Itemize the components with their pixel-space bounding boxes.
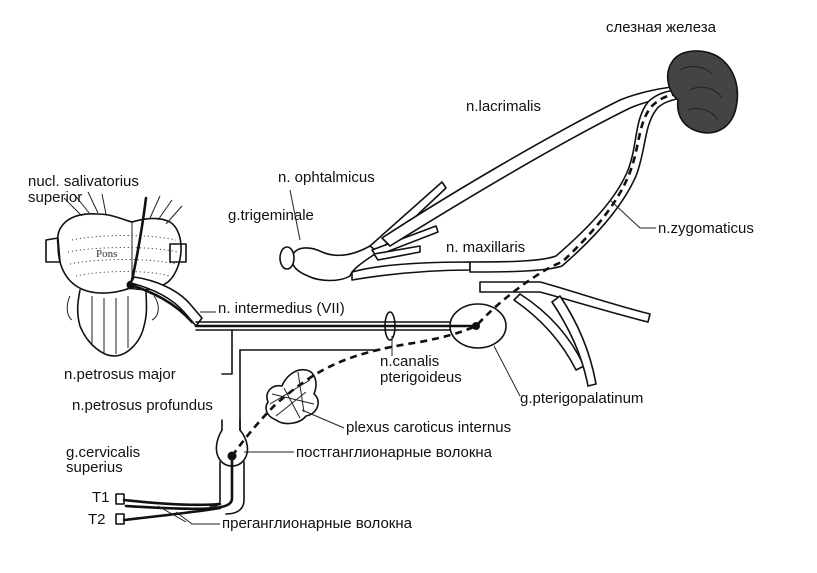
lacrimal-gland: [666, 50, 739, 134]
label-g-cervicalis-1: g.cervicalis: [66, 444, 141, 461]
trigeminal-ganglion: [279, 181, 471, 282]
label-t1: T1: [92, 489, 110, 506]
label-preganglionic: преганглионарные волокна: [222, 515, 412, 532]
cervical-ganglion: [124, 419, 249, 515]
label-g-trigeminale: g.trigeminale: [228, 207, 314, 224]
label-n-petrosus-major: n.petrosus major: [64, 366, 176, 383]
label-pons: Pons: [96, 248, 118, 260]
label-plexus-caroticus: plexus caroticus internus: [346, 419, 512, 436]
label-n-petrosus-profundus: n.petrosus profundus: [72, 397, 213, 414]
label-n-intermedius: n. intermedius (VII): [218, 300, 345, 317]
carotid-plexus: [265, 368, 319, 425]
label-n-canalis-1: n.canalis: [380, 353, 440, 370]
label-n-zygomaticus: n.zygomaticus: [658, 220, 754, 237]
n-intermedius-nerve: [130, 276, 203, 327]
label-lacrimal-gland: слезная железа: [606, 19, 716, 36]
brainstem: [45, 191, 187, 357]
label-g-pterigopalatinum: g.pterigopalatinum: [520, 390, 644, 407]
label-postganglionic: постганглионарные волокна: [296, 444, 493, 461]
spinal-segments: [115, 493, 222, 525]
label-n-maxillaris: n. maxillaris: [446, 239, 526, 256]
label-t2: T2: [88, 511, 106, 528]
label-nucl-salivatorius-1: nucl. salivatorius: [28, 173, 139, 190]
label-g-cervicalis-2: superius: [66, 459, 123, 476]
label-nucl-salivatorius-2: superior: [28, 189, 83, 206]
label-n-lacrimalis: n.lacrimalis: [466, 98, 542, 115]
label-n-canalis-2: pterigoideus: [380, 369, 462, 386]
label-n-ophtalmicus: n. ophtalmicus: [278, 169, 375, 186]
